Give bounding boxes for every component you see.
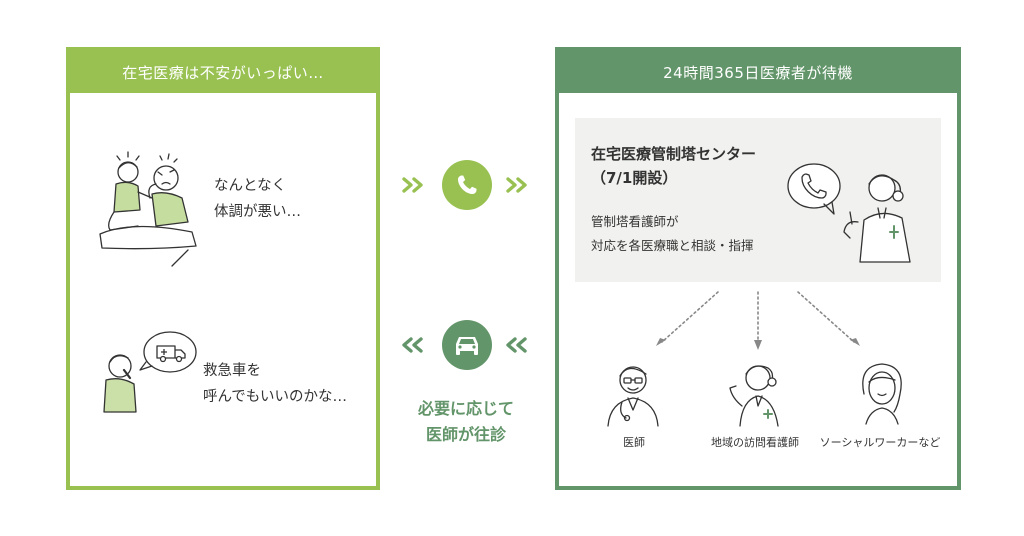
forward-chevrons-icon <box>505 176 531 194</box>
back-chevrons-icon <box>401 336 427 354</box>
concern-ambulance-line2: 呼んでもいいのかな… <box>203 389 347 405</box>
forward-chevrons-icon <box>401 176 427 194</box>
support-panel-header: 24時間365日医療者が待機 <box>559 51 957 93</box>
unwell-family-illustration <box>92 150 204 268</box>
control-center-desc-line2: 対応を各医療職と相談・指揮 <box>591 238 754 253</box>
house-call-label: 必要に応じて 医師が往診 <box>396 396 536 448</box>
control-center-opening: （7/1開設） <box>591 169 678 187</box>
back-chevrons-icon <box>505 336 531 354</box>
concerns-panel-header: 在宅医療は不安がいっぱい… <box>70 51 376 93</box>
concern-unwell-line2: 体調が悪い… <box>214 204 301 220</box>
control-center-desc-line1: 管制塔看護師が <box>591 214 679 229</box>
worried-caller-illustration <box>100 330 200 416</box>
car-icon <box>453 334 481 356</box>
dispatch-arrows <box>640 288 880 354</box>
phone-call-button <box>442 160 492 210</box>
phone-icon <box>455 173 479 197</box>
role-doctor-label: 医師 <box>623 436 645 449</box>
control-nurse-illustration <box>786 160 916 264</box>
control-center-description: 管制塔看護師が 対応を各医療職と相談・指揮 <box>591 210 754 258</box>
social-worker-illustration <box>846 360 918 426</box>
concerns-panel: 在宅医療は不安がいっぱい… <box>66 47 380 490</box>
visiting-nurse-illustration <box>716 358 796 428</box>
doctor-illustration <box>598 360 668 428</box>
control-center-name: 在宅医療管制塔センター <box>591 145 757 163</box>
house-call-label-line1: 必要に応じて <box>417 399 514 418</box>
concern-unwell-text: なんとなく 体調が悪い… <box>214 173 301 225</box>
concern-ambulance-text: 救急車を 呼んでもいいのかな… <box>203 358 347 410</box>
role-visiting-nurse-label: 地域の訪問看護師 <box>711 436 799 449</box>
concern-unwell-line1: なんとなく <box>214 178 287 194</box>
concern-ambulance-line1: 救急車を <box>203 363 261 379</box>
house-call-car-button <box>442 320 492 370</box>
role-social-worker-label: ソーシャルワーカーなど <box>819 436 941 449</box>
house-call-label-line2: 医師が往診 <box>425 425 506 444</box>
control-center-title: 在宅医療管制塔センター （7/1開設） <box>591 142 756 190</box>
ambulance-icon <box>155 343 187 363</box>
